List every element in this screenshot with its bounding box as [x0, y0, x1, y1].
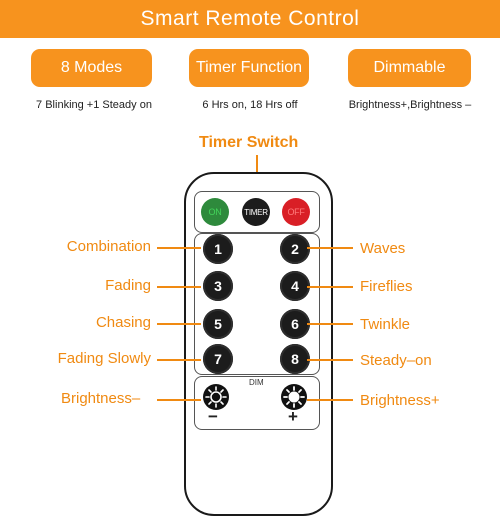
mode-label-fading-slowly: Fading Slowly — [57, 350, 151, 367]
sun-outline-icon — [205, 386, 227, 408]
connector-waves — [307, 247, 353, 249]
feature-dimmable: Dimmable — [348, 49, 471, 87]
minus-sign: − — [208, 407, 218, 426]
timer-switch-label: Timer Switch — [199, 134, 299, 151]
mode-label-chasing: Chasing — [95, 314, 151, 331]
mode-label-combination: Combination — [66, 238, 151, 255]
timer-button[interactable]: TIMER — [242, 198, 270, 226]
feature-timer-function: Timer Function — [189, 49, 309, 87]
mode-button-7[interactable]: 7 — [203, 344, 233, 374]
mode-label-fading: Fading — [105, 277, 151, 294]
connector-fading — [157, 286, 201, 288]
connector-fading-slowly — [157, 359, 201, 361]
brightness-down-button[interactable] — [203, 384, 229, 410]
brightness-minus-label: Brightness– — [61, 390, 141, 407]
mode-label-fireflies: Fireflies — [360, 278, 413, 295]
feature-desc-modes: 7 Blinking +1 Steady on — [36, 99, 152, 111]
brightness-up-button[interactable] — [281, 384, 307, 410]
plus-sign: + — [288, 407, 298, 426]
connector-twinkle — [307, 323, 353, 325]
connector-chasing — [157, 323, 201, 325]
connector-steady-on — [307, 359, 353, 361]
on-button[interactable]: ON — [201, 198, 229, 226]
mode-button-3[interactable]: 3 — [203, 271, 233, 301]
page-title: Smart Remote Control — [0, 0, 500, 38]
mode-button-4[interactable]: 4 — [280, 271, 310, 301]
dim-label: DIM — [249, 378, 264, 387]
mode-button-6[interactable]: 6 — [280, 309, 310, 339]
mode-button-5[interactable]: 5 — [203, 309, 233, 339]
mode-button-8[interactable]: 8 — [280, 344, 310, 374]
remote-body: ON TIMER OFF 1 2 3 4 5 6 7 8 DIM — [184, 172, 333, 516]
mode-button-1[interactable]: 1 — [203, 234, 233, 264]
connector-combination — [157, 247, 201, 249]
connector-brightness-minus — [157, 399, 201, 401]
feature-desc-timer: 6 Hrs on, 18 Hrs off — [202, 99, 298, 111]
mode-label-waves: Waves — [360, 240, 406, 257]
sun-filled-icon — [283, 386, 305, 408]
off-button[interactable]: OFF — [282, 198, 310, 226]
mode-label-steady-on: Steady–on — [360, 352, 432, 369]
connector-brightness-plus — [307, 399, 353, 401]
connector-fireflies — [307, 286, 353, 288]
feature-desc-dimmable: Brightness+,Brightness – — [348, 99, 472, 111]
mode-label-twinkle: Twinkle — [360, 316, 411, 333]
brightness-plus-label: Brightness+ — [360, 392, 440, 409]
mode-button-2[interactable]: 2 — [280, 234, 310, 264]
feature-8-modes: 8 Modes — [31, 49, 152, 87]
